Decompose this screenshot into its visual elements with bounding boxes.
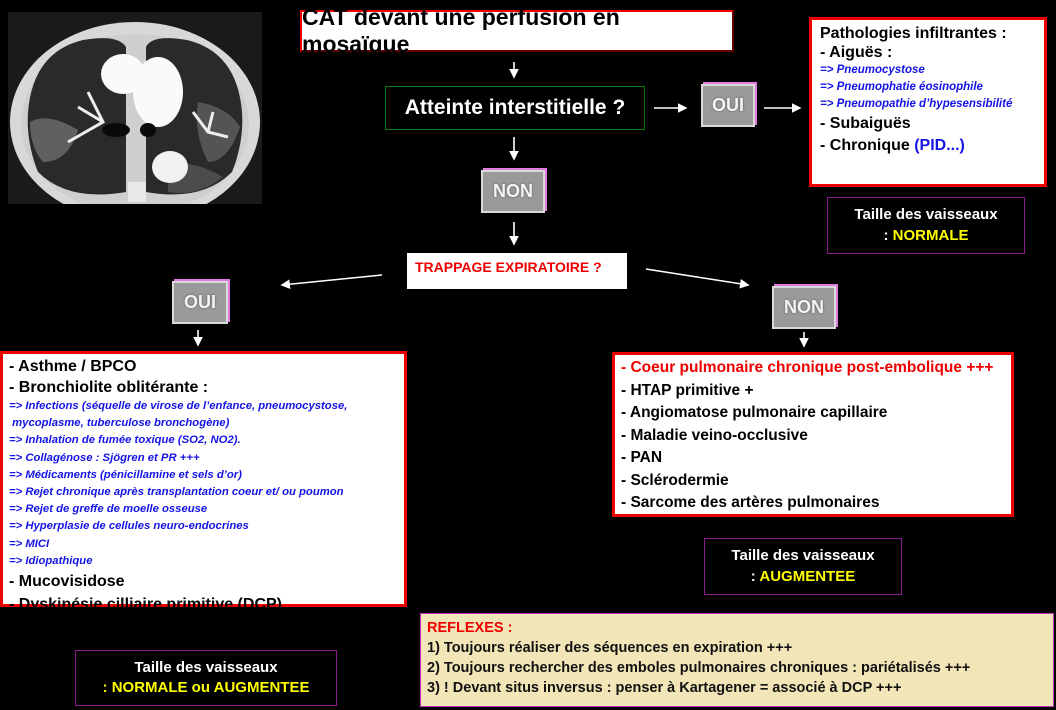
disease-item: - Dyskinésie cilliaire primitive (DCP) [9, 596, 282, 614]
disease-item: - HTAP primitive + [621, 381, 754, 399]
ct-scan-image [8, 12, 262, 204]
infiltrative-heading: Pathologies infiltrantes : [820, 25, 1007, 42]
disease-item: - Sclérodermie [621, 471, 729, 489]
chronic-label: - Chronique (PID...) [820, 135, 1036, 157]
cause-item: => Infections (séquelle de virose de l’e… [9, 400, 348, 412]
chronic-note: (PID...) [914, 137, 965, 154]
vessel-size-value-row: : AUGMENTEE [750, 567, 856, 585]
acute-item: => Pneumocystose [820, 64, 925, 76]
vessel-size-trapping-no: Taille des vaisseaux : AUGMENTEE [704, 538, 902, 595]
infiltrative-pathologies-box: Pathologies infiltrantes : - Aiguës : =>… [809, 17, 1047, 187]
acute-label: - Aiguës : [820, 44, 893, 61]
vessel-size-value-row: : NORMALE ou AUGMENTEE [102, 679, 310, 696]
highlight-disease-item: - Coeur pulmonaire chronique post-emboli… [621, 359, 994, 376]
vessel-size-value: AUGMENTEE [759, 567, 856, 585]
reflex-item: 1) Toujours réaliser des séquences en ex… [427, 640, 793, 656]
disease-item: - Maladie veino-occlusive [621, 426, 808, 444]
vessel-size-value: NORMALE [892, 226, 969, 244]
cause-item: => Rejet de greffe de moelle osseuse [9, 503, 208, 516]
interstitial-yes-node: OUI [701, 84, 755, 127]
disease-item: - Bronchiolite oblitérante : [9, 379, 209, 396]
cause-item: => Rejet chronique après transplantation… [9, 486, 344, 499]
ct-lung-illustration [8, 12, 262, 204]
reflexes-box: REFLEXES : 1) Toujours réaliser des séqu… [420, 613, 1054, 707]
trapping-no-box: - Coeur pulmonaire chronique post-emboli… [612, 352, 1014, 517]
vessel-size-label: Taille des vaisseaux [731, 547, 875, 565]
vessel-size-trapping-yes: Taille des vaisseaux : NORMALE ou AUGMEN… [75, 650, 337, 706]
trapping-yes-node: OUI [172, 281, 228, 324]
vessel-size-label: Taille des vaisseaux [134, 658, 278, 676]
interstitial-question: Atteinte interstitielle ? [385, 86, 645, 130]
cause-item: => MICI [9, 537, 50, 550]
reflex-item: 3) ! Devant situs inversus : penser à Ka… [427, 680, 902, 696]
arrow-trapping-to-no [645, 268, 750, 289]
cause-item: => Hyperplasie de cellules neuro-endocri… [9, 520, 249, 533]
reflex-item: 2) Toujours rechercher des emboles pulmo… [427, 660, 971, 676]
trapping-question: TRAPPAGE EXPIRATOIRE ? [407, 253, 627, 289]
chronic-text: - Chronique [820, 137, 915, 154]
cause-item: => Idiopathique [9, 554, 93, 567]
trapping-no-node: NON [772, 286, 836, 329]
disease-item: - Asthme / BPCO [9, 358, 137, 375]
vessel-size-value: NORMALE ou AUGMENTEE [111, 679, 310, 696]
vessel-size-value-row: : NORMALE [883, 226, 969, 244]
interstitial-no-node: NON [481, 170, 545, 213]
cause-item: => Collagénose : Sjögren et PR +++ [9, 451, 200, 464]
reflexes-heading: REFLEXES : [427, 620, 513, 636]
subacute-label: - Subaiguës [820, 115, 911, 132]
acute-item: => Pneumopathie d’hypesensibilité [820, 98, 1013, 110]
arrow-trapping-to-yes [280, 274, 383, 289]
vessel-size-infiltrative: Taille des vaisseaux : NORMALE [827, 197, 1025, 254]
disease-item: - Sarcome des artères pulmonaires [621, 494, 880, 511]
disease-item: - PAN [621, 449, 663, 466]
cause-item: => Médicaments (pénicillamine et sels d’… [9, 468, 242, 481]
acute-item: => Pneumophatie éosinophile [820, 81, 983, 93]
disease-item: - Angiomatose pulmonaire capillaire [621, 404, 888, 421]
disease-item: - Mucovisidose [9, 573, 125, 591]
cause-item: => Inhalation de fumée toxique (SO2, NO2… [9, 434, 241, 447]
vessel-size-label: Taille des vaisseaux [854, 206, 998, 224]
trapping-yes-box: - Asthme / BPCO - Bronchiolite oblitéran… [0, 351, 407, 613]
cause-item: mycoplasme, tuberculose bronchogène) [9, 417, 230, 430]
